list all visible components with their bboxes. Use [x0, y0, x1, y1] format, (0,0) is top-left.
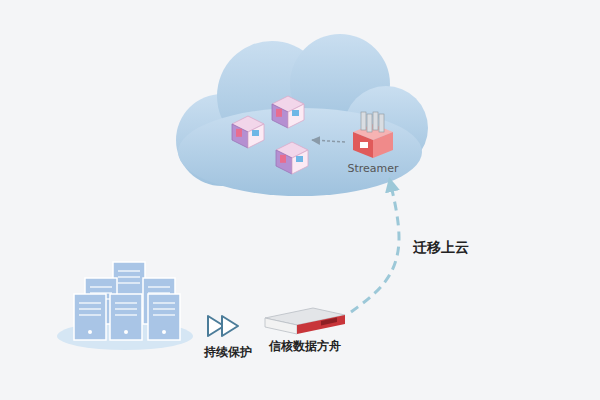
streamer-icon — [347, 110, 399, 160]
vm-cube — [276, 142, 308, 174]
appliance-icon — [263, 306, 347, 336]
streamer-node: Streamer — [343, 108, 403, 177]
edge-label: 迁移上云 — [410, 238, 472, 258]
server-cluster — [74, 262, 180, 340]
vm-cubes — [232, 96, 308, 174]
vm-cube — [232, 116, 264, 148]
server-tower — [110, 294, 142, 340]
step-label: 持续保护 — [204, 344, 252, 361]
node-label: Streamer — [347, 162, 399, 175]
vm-cube — [272, 96, 304, 128]
appliance-node: 信核数据方舟 — [259, 304, 351, 357]
deploy-arrow — [312, 140, 345, 142]
node-label: 信核数据方舟 — [263, 338, 347, 355]
cloud — [176, 34, 428, 196]
migration-arrow — [351, 180, 399, 312]
server-tower — [74, 294, 106, 340]
protect-chevrons — [208, 316, 238, 336]
server-tower — [148, 294, 180, 340]
